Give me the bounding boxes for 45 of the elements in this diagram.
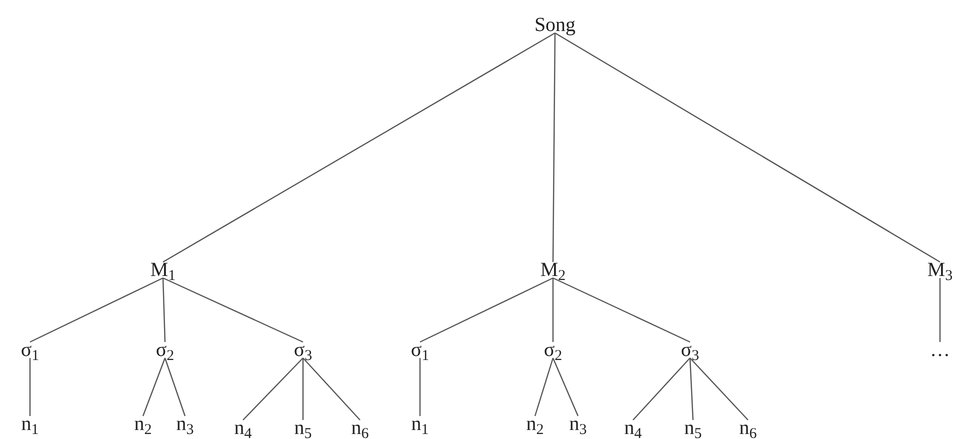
tree-node-label: n$_{3}$ <box>569 414 587 434</box>
tree-node-label: M$_{3}$ <box>927 260 953 280</box>
tree-node-label: Song <box>534 15 576 35</box>
tree-line <box>552 358 579 416</box>
tree-line <box>419 358 421 416</box>
tree-node-label: n$_{3}$ <box>176 414 194 434</box>
tree-node-label: σ$_{1}$ <box>20 340 40 360</box>
tree-line <box>552 33 556 262</box>
tree-node-label: n$_{1}$ <box>411 414 429 434</box>
tree-line <box>632 358 690 420</box>
tree-node-label: M$_{2}$ <box>540 260 566 280</box>
tree-line <box>162 32 556 263</box>
tree-node-label: n$_{4}$ <box>624 418 642 438</box>
tree-line <box>162 278 166 342</box>
tree-line <box>554 32 940 263</box>
tree-node-label: σ$_{1}$ <box>410 340 430 360</box>
tree-node-label: n$_{2}$ <box>526 414 544 434</box>
tree-node-label: σ$_{2}$ <box>156 340 174 360</box>
tree-node-label: σ$_{3}$ <box>294 340 312 360</box>
tree-line <box>302 358 304 420</box>
tree-node-label: σ$_{3}$ <box>680 340 700 360</box>
tree-node-label: … <box>930 340 950 360</box>
tree-node-label: n$_{5}$ <box>684 418 702 438</box>
tree-line <box>939 278 941 342</box>
tree-line <box>142 358 166 416</box>
tree-line <box>534 358 554 416</box>
tree-line <box>29 358 31 416</box>
tree-node-label: n$_{4}$ <box>234 418 252 438</box>
tree-line <box>552 277 690 343</box>
tree-line <box>302 358 360 420</box>
tree-line <box>689 358 694 420</box>
tree-node-label: n$_{6}$ <box>739 418 757 438</box>
tree-line <box>164 358 186 416</box>
tree-line <box>30 277 164 343</box>
tree-node-label: n$_{2}$ <box>134 414 152 434</box>
tree-line <box>420 277 554 343</box>
tree-node-label: σ$_{2}$ <box>544 340 562 360</box>
tree-node-label: n$_{6}$ <box>351 418 369 438</box>
tree-line <box>552 278 554 342</box>
tree-node-label: n$_{5}$ <box>294 418 312 438</box>
tree-line <box>242 358 304 420</box>
tree-node-label: M$_{1}$ <box>150 260 176 280</box>
tree-line <box>690 358 748 420</box>
tree-line <box>162 277 304 343</box>
tree-node-label: n$_{1}$ <box>21 414 39 434</box>
